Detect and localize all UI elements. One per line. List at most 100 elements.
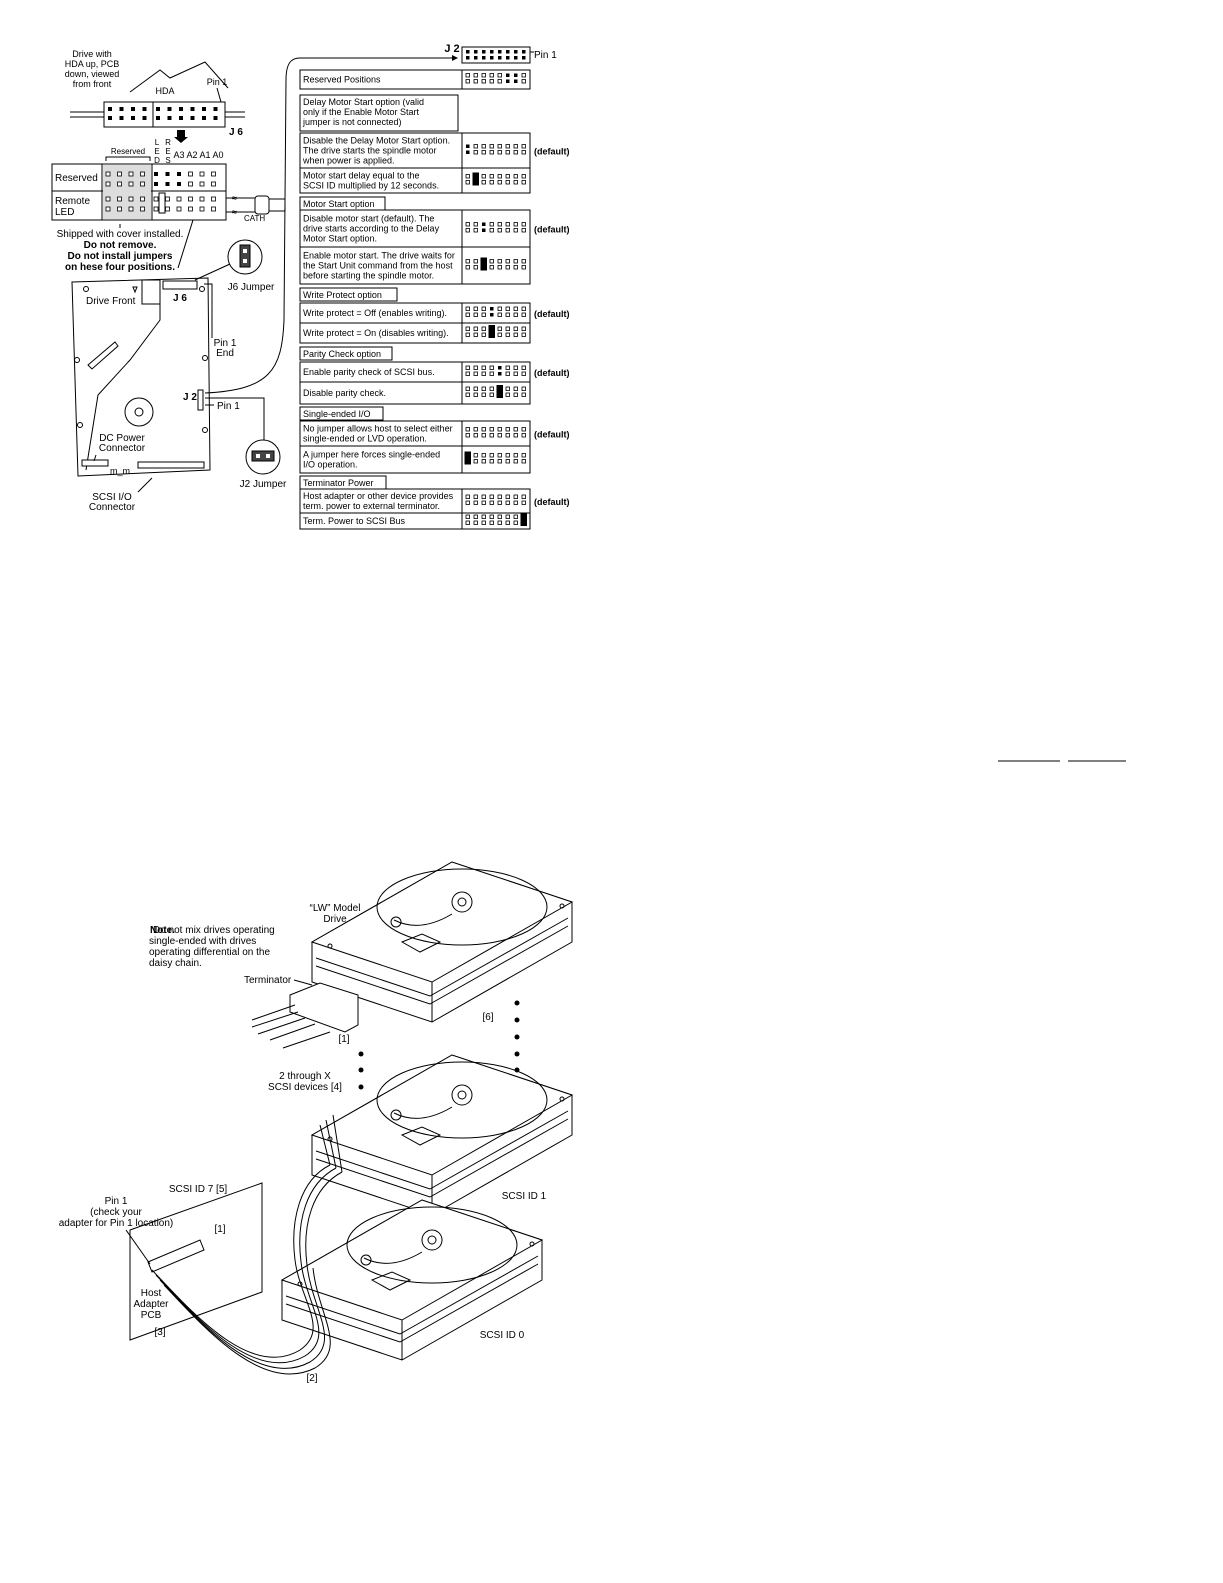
pin [481,453,486,458]
pin [489,514,494,519]
pin [489,427,494,432]
pin [497,433,502,438]
pin [521,326,526,331]
pin [489,228,494,233]
option-jumper-cell [461,420,531,447]
option-text: The drive starts the spindle motor [303,146,437,156]
pin [514,79,518,83]
pin [465,514,470,519]
pin [505,365,510,370]
option-jumper-cell [461,381,531,405]
pin [521,332,526,337]
j2-board-label: J 2 [183,392,197,403]
pin [489,371,494,376]
j2-table-label: J 2 [444,43,459,55]
pin [481,365,486,370]
pin [188,206,193,212]
pin [505,433,510,438]
pin [490,56,494,60]
pin [465,494,470,499]
pin [188,171,193,177]
host-adapter-label: Host Adapter PCB [133,1288,169,1321]
pin [497,427,502,432]
pin [117,206,122,212]
ref-3: [3] [154,1327,165,1338]
option-text: term. power to external terminator. [303,501,440,511]
pin [513,392,518,397]
option-row [299,209,463,248]
pin [128,181,134,187]
pin [521,427,526,432]
pin [505,453,510,458]
pin [474,56,478,60]
default-label: (default) [534,225,570,235]
pin [213,116,218,120]
pin [513,326,518,331]
pin [521,228,526,233]
pin [522,56,526,60]
pin [481,174,486,179]
option-text: drive starts according to the Delay [303,224,440,234]
j2-leader-line [204,57,455,394]
svg-text:single-ended with drives: single-ended with drives [149,936,256,947]
pin [513,150,518,155]
pin [498,50,502,54]
pin [119,107,124,111]
pin [505,500,510,505]
pin [108,116,112,120]
pin [473,332,478,337]
option-header [299,287,398,302]
pin [202,116,206,120]
option-jumper-cell [461,361,531,383]
option-row [299,445,463,474]
option-text: Motor Start option. [303,234,377,244]
pin [473,494,478,499]
option-header-text: only if the Enable Motor Start [303,107,420,117]
pin [199,181,205,187]
pin [505,427,510,432]
pin [128,196,134,202]
pin [465,306,470,311]
pin [466,56,470,60]
ribbon-cable [151,1114,343,1375]
pin [128,171,134,177]
svg-text:“LW” Model: “LW” Model [310,903,361,914]
led-jumper [158,192,166,214]
pin [498,56,502,60]
terminator-label: Terminator [244,975,292,986]
pin [465,427,470,432]
svg-text:down, viewed: down, viewed [65,69,120,79]
svg-text:D: D [154,156,160,165]
pin [213,107,218,111]
ref-2: [2] [306,1373,317,1384]
pin [481,500,486,505]
pin [466,144,470,148]
pin [465,174,470,179]
pin [473,79,478,84]
pin [211,171,216,177]
pin [473,326,478,331]
j6-label: J 6 [229,127,243,138]
pin [190,107,195,111]
pin [489,73,494,78]
pin [473,500,478,505]
option-text: SCSI ID multiplied by 12 seconds. [303,181,439,191]
svg-text:Note.: Note. [150,925,175,936]
svg-text:Do not mix drives operating: Do not mix drives operating [153,925,275,936]
pin [117,181,122,187]
svg-text:Connector: Connector [89,502,136,513]
pin [489,150,494,155]
pin [190,116,195,120]
pin [521,150,526,155]
pin [505,386,510,391]
pin [521,459,526,464]
pin [473,222,478,227]
pin [505,180,510,185]
pin1-j2-label: Pin 1 [217,401,240,412]
pin [179,116,183,120]
j2-board-connector [197,389,204,411]
adapter-connector [147,1239,205,1273]
pin [505,222,510,227]
pin [506,79,510,83]
